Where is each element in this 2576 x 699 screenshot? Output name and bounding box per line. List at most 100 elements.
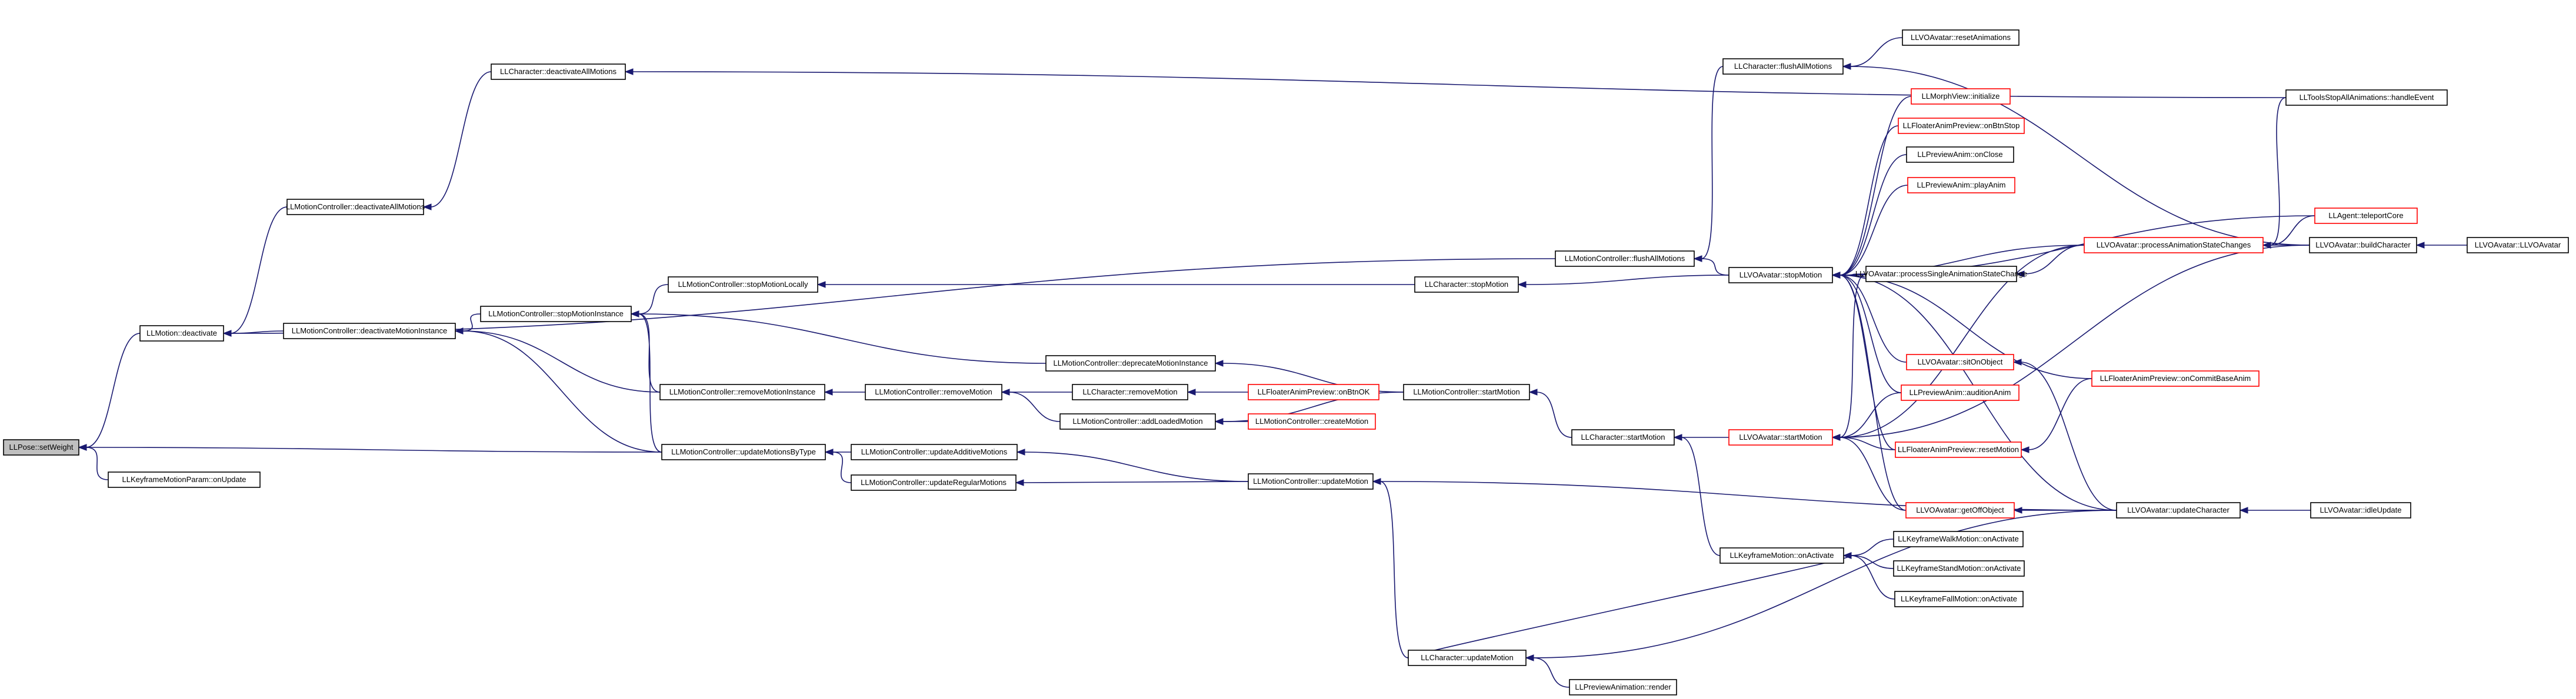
- call-edge-n1-n0: [78, 333, 141, 451]
- function-node-n38[interactable]: LLVOAvatar::getOffObject: [1905, 502, 2015, 519]
- function-label: LLMotionController::updateMotionsByType: [671, 447, 816, 456]
- function-label: LLMotionController::updateAdditiveMotion…: [861, 447, 1008, 456]
- call-edge-n14-n13: [1001, 389, 1061, 422]
- call-edge-n16-n15: [1187, 389, 1249, 396]
- function-label: LLMotionController::stopMotionLocally: [678, 280, 808, 289]
- function-label: LLCharacter::deactivateAllMotions: [500, 67, 616, 76]
- function-node-n40[interactable]: LLKeyframeStandMotion::onActivate: [1893, 560, 2025, 577]
- call-edge-n21-n1: [222, 258, 1556, 337]
- function-label: LLMotionController::addLoadedMotion: [1072, 417, 1202, 426]
- function-label: LLKeyframeMotionParam::onUpdate: [122, 475, 246, 484]
- function-node-n12[interactable]: LLMotionController::deprecateMotionInsta…: [1045, 355, 1216, 372]
- function-node-n37[interactable]: LLFloaterAnimPreview::resetMotion: [1895, 442, 2022, 458]
- call-edge-n4-n1: [222, 206, 288, 337]
- function-node-n46[interactable]: LLAgent::teleportCore: [2314, 208, 2418, 224]
- function-node-n25[interactable]: LLCharacter::flushAllMotions: [1722, 58, 1844, 75]
- call-edge-n22-n18: [1528, 389, 1572, 438]
- function-node-n32[interactable]: LLPreviewAnim::onClose: [1906, 146, 2014, 163]
- call-edge-n35-n27: [1831, 272, 1907, 363]
- function-node-n17[interactable]: LLMotionController::createMotion: [1248, 413, 1376, 430]
- function-label: LLMotion::deactivate: [146, 329, 217, 337]
- call-edge-n3-n0: [78, 444, 662, 453]
- function-node-n49[interactable]: LLVOAvatar::LLVOAvatar: [2467, 237, 2569, 253]
- function-node-n3[interactable]: LLMotionController::updateMotionsByType: [661, 444, 826, 460]
- function-node-n29[interactable]: LLKeyframeMotion::onActivate: [1719, 547, 1844, 564]
- function-node-n35[interactable]: LLVOAvatar::sitOnObject: [1906, 354, 2014, 370]
- function-label: LLMorphView::initialize: [1922, 92, 2000, 101]
- function-label: LLKeyframeFallMotion::onActivate: [1901, 594, 2017, 603]
- function-node-n18[interactable]: LLMotionController::startMotion: [1403, 384, 1530, 400]
- function-node-n28[interactable]: LLVOAvatar::startMotion: [1728, 429, 1833, 446]
- function-node-n24[interactable]: LLPreviewAnimation::render: [1569, 679, 1677, 695]
- call-edge-n13-n9: [824, 389, 866, 396]
- function-node-n26[interactable]: LLVOAvatar::resetAnimations: [1902, 29, 2020, 46]
- function-node-n41[interactable]: LLKeyframeFallMotion::onActivate: [1894, 591, 2024, 607]
- function-node-n15[interactable]: LLCharacter::removeMotion: [1072, 384, 1188, 400]
- function-node-n16[interactable]: LLFloaterAnimPreview::onBtnOK: [1248, 384, 1379, 400]
- function-label: LLVOAvatar::updateCharacter: [2127, 506, 2230, 514]
- function-label: LLFloaterAnimPreview::onBtnStop: [1903, 121, 2020, 130]
- call-edge-n47-n42: [2262, 242, 2310, 249]
- function-node-n20[interactable]: LLCharacter::stopMotion: [1414, 276, 1519, 293]
- function-node-n43[interactable]: LLFloaterAnimPreview::onCommitBaseAnim: [2091, 370, 2260, 387]
- function-label: LLKeyframeWalkMotion::onActivate: [1898, 534, 2018, 543]
- function-node-n14[interactable]: LLMotionController::addLoadedMotion: [1059, 413, 1216, 430]
- function-label: LLPreviewAnim::playAnim: [1917, 180, 2005, 189]
- function-node-n11[interactable]: LLMotionController::updateRegularMotions: [851, 474, 1017, 491]
- function-node-n48[interactable]: LLVOAvatar::idleUpdate: [2310, 502, 2411, 519]
- function-label: LLKeyframeMotion::onActivate: [1729, 551, 1834, 560]
- function-label: LLMotionController::deprecateMotionInsta…: [1053, 359, 1208, 367]
- function-node-n47[interactable]: LLVOAvatar::buildCharacter: [2309, 237, 2417, 253]
- call-edge-n29-n22: [1673, 434, 1721, 556]
- call-edge-n27-n21: [1693, 255, 1729, 276]
- function-node-n31[interactable]: LLFloaterAnimPreview::onBtnStop: [1898, 118, 2025, 134]
- call-edge-n25-n21: [1693, 66, 1724, 262]
- call-edge-n3-n7: [630, 310, 662, 453]
- function-label: LLVOAvatar::processSingleAnimationStateC…: [1855, 269, 2027, 278]
- call-edge-n9-n7: [630, 310, 661, 393]
- call-edge-n3-n6: [454, 327, 662, 453]
- call-edge-n12-n7: [630, 310, 1047, 364]
- call-edge-n44-n35: [2012, 359, 2117, 511]
- function-label: LLFloaterAnimPreview::onBtnOK: [1258, 387, 1370, 396]
- function-node-n30[interactable]: LLMorphView::initialize: [1911, 88, 2011, 105]
- function-label: LLCharacter::updateMotion: [1421, 653, 1514, 662]
- function-node-n39[interactable]: LLKeyframeWalkMotion::onActivate: [1893, 531, 2024, 547]
- function-label: LLPreviewAnim::onClose: [1917, 150, 2002, 159]
- call-edges: [78, 37, 2467, 688]
- function-node-n19[interactable]: LLMotionController::updateMotion: [1248, 473, 1374, 490]
- function-node-n4[interactable]: LLMotionController::deactivateAllMotions: [286, 199, 425, 215]
- function-node-n23[interactable]: LLCharacter::updateMotion: [1408, 650, 1527, 666]
- function-node-n0: LLPose::setWeight: [3, 439, 79, 456]
- function-node-n5[interactable]: LLCharacter::deactivateAllMotions: [491, 63, 626, 80]
- function-label: LLMotionController::startMotion: [1413, 387, 1519, 396]
- call-nodes: LLPose::setWeight LLMotion::deactivateLLK…: [3, 29, 2569, 695]
- function-node-n33[interactable]: LLPreviewAnim::playAnim: [1907, 177, 2015, 193]
- function-node-n36[interactable]: LLPreviewAnim::auditionAnim: [1901, 384, 2020, 401]
- call-edge-n45-n5: [624, 68, 2287, 98]
- function-label: LLKeyframeStandMotion::onActivate: [1897, 564, 2021, 573]
- call-edge-n45-n42: [2262, 97, 2287, 249]
- function-node-n6[interactable]: LLMotionController::deactivateMotionInst…: [283, 323, 456, 339]
- function-node-n21[interactable]: LLMotionController::flushAllMotions: [1555, 250, 1695, 267]
- function-node-n10[interactable]: LLMotionController::updateAdditiveMotion…: [851, 444, 1018, 460]
- function-node-n2[interactable]: LLKeyframeMotionParam::onUpdate: [108, 471, 261, 488]
- function-node-n34[interactable]: LLVOAvatar::processSingleAnimationStateC…: [1855, 266, 2027, 282]
- call-edge-n11-n3: [824, 449, 852, 483]
- function-node-n1[interactable]: LLMotion::deactivate: [139, 325, 224, 342]
- function-node-n13[interactable]: LLMotionController::removeMotion: [865, 384, 1002, 400]
- function-node-n45[interactable]: LLToolsStopAllAnimations::handleEvent: [2285, 89, 2448, 106]
- call-edge-n48-n44: [2239, 507, 2311, 514]
- function-node-n9[interactable]: LLMotionController::removeMotionInstance: [659, 384, 825, 400]
- function-node-n44[interactable]: LLVOAvatar::updateCharacter: [2116, 502, 2241, 519]
- function-label: LLVOAvatar::stopMotion: [1739, 270, 1822, 279]
- function-node-n7[interactable]: LLMotionController::stopMotionInstance: [480, 306, 632, 322]
- function-node-n27[interactable]: LLVOAvatar::stopMotion: [1728, 267, 1833, 283]
- call-edge-n47-n28: [1831, 245, 2310, 441]
- function-node-n8[interactable]: LLMotionController::stopMotionLocally: [668, 276, 818, 293]
- call-edge-n26-n25: [1842, 37, 1903, 70]
- function-node-n42[interactable]: LLVOAvatar::processAnimationStateChanges: [2084, 237, 2264, 253]
- function-node-n22[interactable]: LLCharacter::startMotion: [1571, 429, 1675, 446]
- function-label: LLMotionController::stopMotionInstance: [488, 309, 624, 318]
